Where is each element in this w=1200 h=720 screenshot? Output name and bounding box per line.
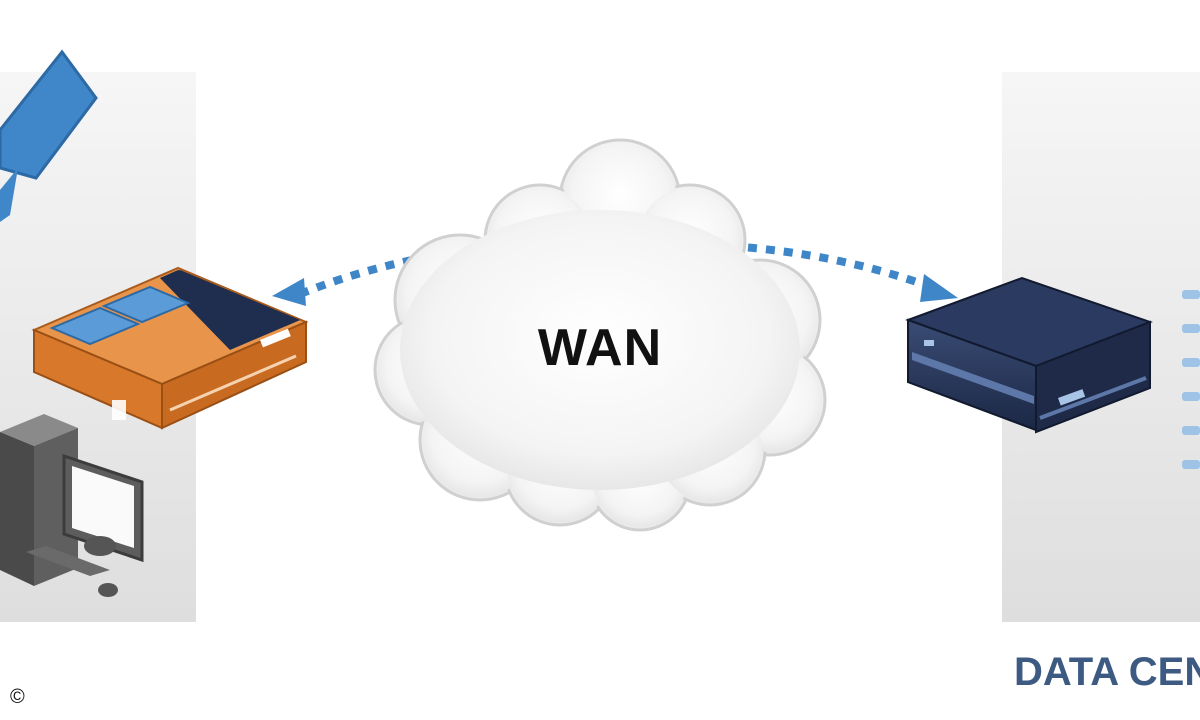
server-rack-lights <box>1182 290 1200 469</box>
wan-cloud-icon <box>373 138 827 532</box>
right-connection-arrow <box>729 242 958 302</box>
left-connection-arrow <box>272 246 471 306</box>
desktop-computer-icon <box>0 414 144 597</box>
satellite-device-icon <box>0 49 98 222</box>
branch-appliance-icon <box>31 266 309 430</box>
data-center-caption: DATA CEN <box>1014 650 1200 694</box>
copyright-symbol: © <box>10 686 25 708</box>
datacenter-appliance-icon <box>905 276 1153 434</box>
wan-label: WAN <box>537 319 663 377</box>
